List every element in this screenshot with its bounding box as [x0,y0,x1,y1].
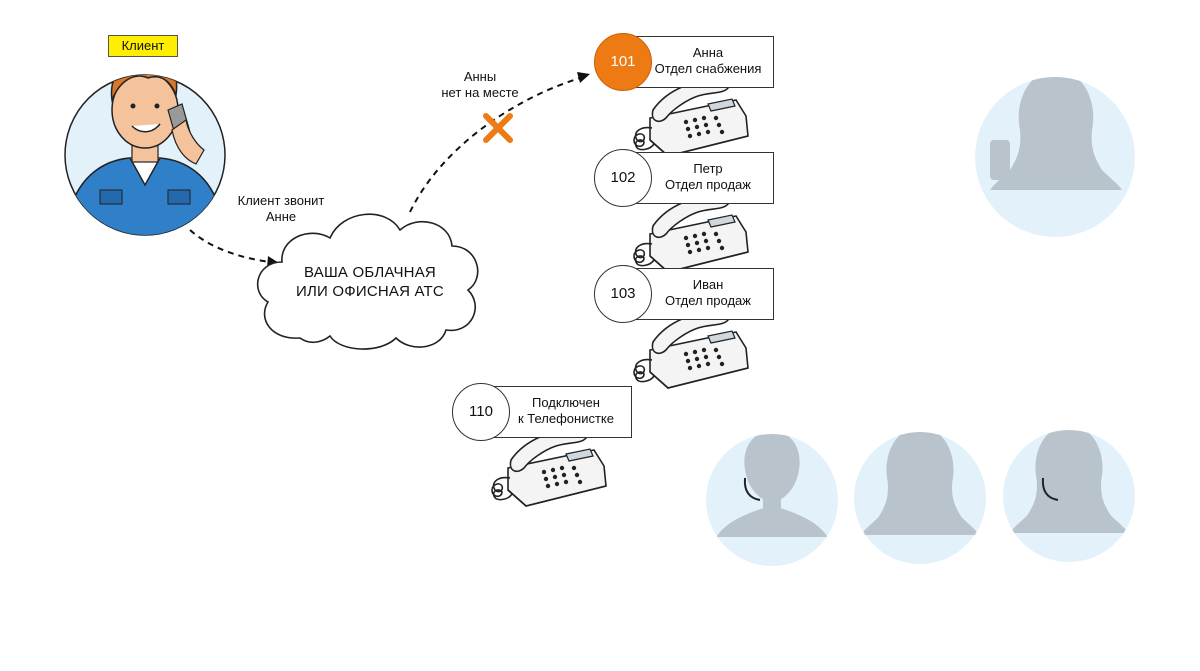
pbx-label-line1: ВАША ОБЛАЧНАЯ [304,264,436,281]
desk-phone-102 [633,193,749,273]
flow-arrow-client-to-pbx [189,229,279,268]
missed-call-cross-icon [483,113,513,143]
avatar-woman-on-phone [975,77,1135,237]
extension-101-name: Анна [692,45,724,60]
extension-110-dept: к Телефонистке [517,411,614,426]
extension-101-dept: Отдел снабжения [654,61,762,76]
extension-101-number: 101 [594,33,652,91]
missed-call-label: Анны нет на месте [420,69,540,101]
desk-phone-103 [633,309,749,389]
pbx-label: ВАША ОБЛАЧНАЯ ИЛИ ОФИСНАЯ АТС [290,263,450,301]
desk-phone-101 [633,77,749,157]
avatar-operator-headset-1 [706,434,838,566]
flow-arrow-pbx-to-101 [409,72,590,213]
missed-call-label-line2: нет на месте [441,85,519,100]
pbx-label-line2: ИЛИ ОФИСНАЯ АТС [296,283,444,300]
missed-call-label-line1: Анны [463,69,497,84]
extension-102-number: 102 [594,149,652,207]
client-call-label: Клиент звонит Анне [226,193,336,225]
extension-110-name: Подключен [532,395,600,410]
desk-phone-110 [491,427,607,507]
client-avatar [64,74,226,236]
extension-103-number: 103 [594,265,652,323]
extension-102-dept: Отдел продаж [665,177,751,192]
client-call-label-line1: Клиент звонит [237,193,325,208]
extension-103-dept: Отдел продаж [665,293,751,308]
client-badge: Клиент [108,35,178,57]
client-call-label-line2: Анне [265,209,297,224]
avatar-operator-headset-3 [1003,430,1135,562]
extension-110-number: 110 [452,383,510,441]
pbx-cloud [257,213,479,350]
extension-102-name: Петр [693,161,723,176]
extension-103-name: Иван [692,277,724,292]
avatar-operator-2 [854,432,986,564]
